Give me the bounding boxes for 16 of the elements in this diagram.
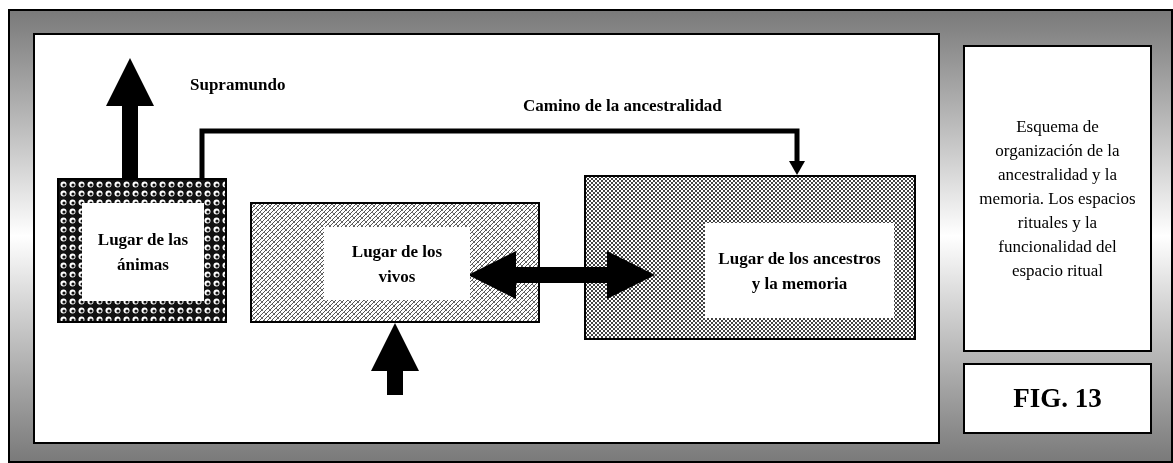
node-text: Esquema de organización de la ancestralidad y la memoria. Los espacios rituales y la funcionalidad del espacio ritual — [978, 115, 1137, 282]
arrow — [371, 323, 419, 395]
node-text: FIG. 13 — [1013, 382, 1102, 416]
arrow — [106, 58, 154, 178]
node-text: Lugar de los vivos — [350, 240, 444, 288]
region-label: Supramundo — [190, 74, 286, 96]
node-text: Lugar de las ánimas — [96, 229, 190, 276]
pattern-box — [57, 178, 227, 323]
pattern-box — [250, 202, 540, 323]
text-box — [963, 363, 1152, 434]
pattern-box — [584, 175, 916, 340]
text-box — [963, 45, 1152, 352]
arrow — [468, 251, 655, 299]
arrow — [199, 128, 805, 178]
edge-label: Camino de la ancestralidad — [523, 95, 722, 117]
node-text: Lugar de los ancestros y la memoria — [717, 247, 882, 295]
